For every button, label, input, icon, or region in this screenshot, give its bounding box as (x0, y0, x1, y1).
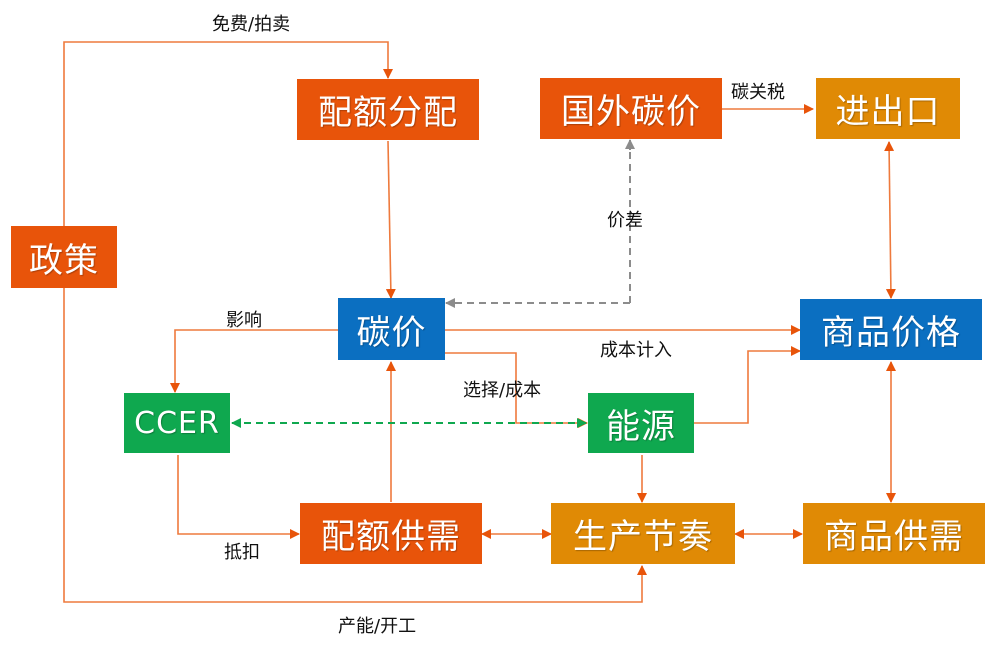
edge-quota-allocation-carbon-price (385, 140, 396, 299)
node-ccer: CCER (124, 393, 230, 453)
node-quota-supply-demand: 配额供需 (300, 503, 482, 564)
edge-carbon-price-ccer (170, 329, 338, 393)
node-label: 商品价格 (821, 313, 961, 353)
node-label: 国外碳价 (561, 92, 701, 132)
node-commodity-price: 商品价格 (800, 299, 982, 360)
edge-energy-commodity-price (694, 346, 801, 424)
edge-import-export-commodity-price (884, 141, 896, 299)
node-policy: 政策 (11, 226, 117, 288)
node-import-export: 进出口 (816, 78, 960, 139)
node-label: 商品供需 (824, 517, 964, 557)
node-label: 生产节奏 (573, 517, 713, 557)
node-commodity-supply-demand: 商品供需 (803, 503, 985, 564)
node-label: 能源 (606, 406, 676, 447)
label-capacity-operation: 产能/开工 (338, 616, 417, 637)
label-choice-cost: 选择/成本 (463, 380, 542, 401)
label-carbon-tariff: 碳关税 (731, 82, 785, 103)
node-label: 碳价 (356, 312, 427, 353)
label-free-auction: 免费/拍卖 (212, 14, 291, 35)
edge-policy-quota-allocation (63, 41, 393, 226)
label-offset: 抵扣 (224, 542, 260, 563)
label-cost-included: 成本计入 (600, 340, 672, 361)
node-label: CCER (134, 405, 220, 441)
node-carbon-price: 碳价 (338, 298, 445, 360)
edge-policy-production-pace (63, 288, 647, 603)
edge-ccer-quota-supply (177, 455, 300, 539)
node-energy: 能源 (588, 393, 694, 453)
node-label: 配额供需 (321, 517, 461, 557)
node-foreign-carbon-price: 国外碳价 (540, 78, 722, 139)
node-production-pace: 生产节奏 (551, 503, 735, 564)
label-influence: 影响 (226, 310, 262, 331)
edge-carbon-price-foreign-price (446, 140, 631, 304)
node-label: 配额分配 (318, 93, 458, 133)
label-price-spread: 价差 (607, 210, 643, 231)
node-quota-allocation: 配额分配 (297, 79, 479, 140)
node-label: 政策 (29, 240, 99, 281)
node-label: 进出口 (835, 92, 941, 132)
